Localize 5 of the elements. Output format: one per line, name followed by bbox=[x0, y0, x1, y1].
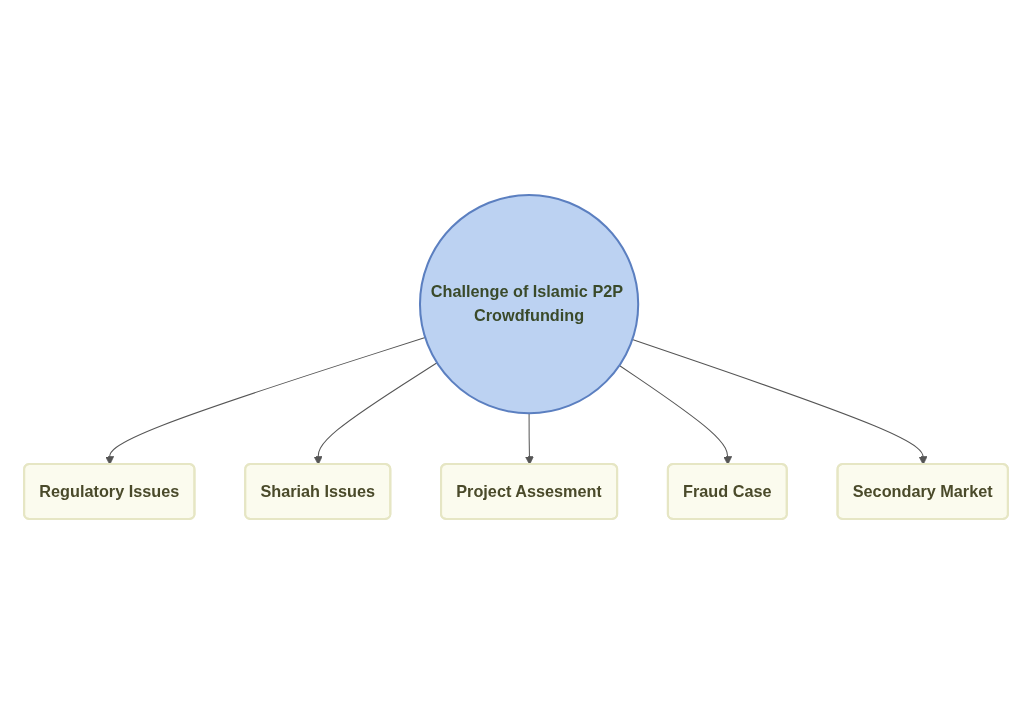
node-circle: Challenge of Islamic P2P Crowdfunding bbox=[418, 194, 640, 415]
arrow bbox=[105, 337, 426, 465]
arrow bbox=[313, 362, 438, 465]
arrow bbox=[524, 412, 534, 465]
arrow bbox=[618, 364, 733, 465]
